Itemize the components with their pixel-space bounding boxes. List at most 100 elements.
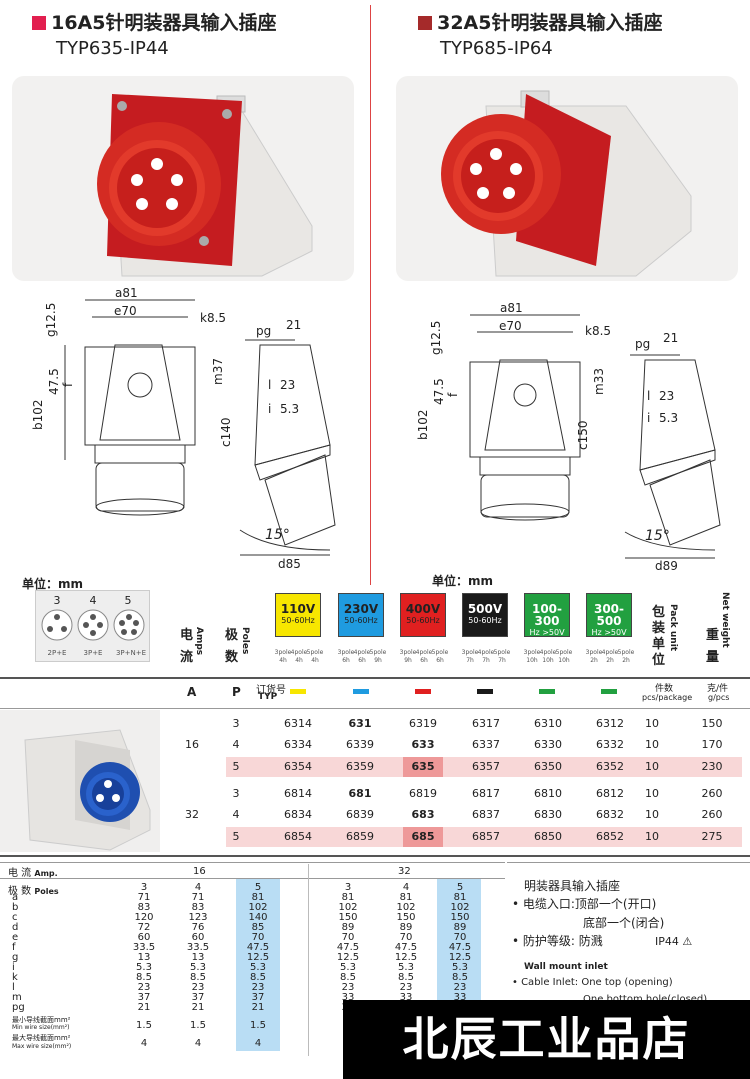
table-cell: 6350	[534, 760, 562, 773]
header-current: 电流	[180, 628, 194, 665]
dim-i23: 23	[280, 378, 295, 392]
spec-cell: 47.5	[246, 942, 270, 953]
swatch	[539, 689, 555, 694]
spec-cell: 83	[191, 902, 205, 913]
spec-cell: 81	[341, 892, 355, 903]
inlet-red-32a-image	[441, 90, 692, 277]
table-cell: 260	[701, 808, 723, 821]
dim-i53: 5.3	[659, 411, 678, 425]
dim-m: m33	[592, 368, 606, 395]
spec-cell: 5.3	[398, 962, 414, 973]
header-amps: Amps	[194, 627, 204, 656]
spec-cell: 33.5	[132, 942, 156, 953]
voltage-hz: 50-60Hz	[406, 616, 440, 625]
table-bottom-rule	[0, 855, 750, 857]
header-pack-en: Pack unit	[668, 604, 678, 652]
table-cell: 5	[232, 760, 240, 773]
note-en-top: • Cable Inlet: One top (opening)	[512, 977, 673, 988]
table-cell: 683	[411, 808, 435, 821]
table-cell: 6819	[409, 787, 437, 800]
spec-cell: 60	[191, 932, 205, 943]
dim-l: l	[647, 389, 650, 403]
spec-pole: 5	[456, 882, 464, 893]
spec-cell: 89	[341, 922, 355, 933]
table-cell: 4	[232, 738, 240, 751]
pole-hour: 5pole 9h	[369, 649, 387, 664]
drawing-16a: a81 e70 g12.5 47.5 f b102 k8.5 pg 21 m37…	[31, 286, 336, 571]
table-cell: 6839	[346, 808, 374, 821]
table-cell: 150	[701, 717, 723, 730]
dim-pg21: 21	[286, 318, 301, 332]
spec-cell: 85	[251, 922, 265, 933]
spec-cell: 12.5	[336, 952, 360, 963]
pole-label: 3P+E	[83, 649, 103, 657]
spec-amp-label: 电 流 Amp.	[8, 864, 58, 879]
spec-cell: 70	[251, 932, 265, 943]
spec-rule	[0, 862, 505, 863]
cell-highlight	[403, 757, 443, 777]
table-cell: 681	[348, 787, 372, 800]
note-cable-top: • 电缆入口:顶部一个(开口)	[512, 897, 657, 911]
table-cell: 260	[701, 787, 723, 800]
pole-hour: 5pole 7h	[493, 649, 511, 664]
table-cell: 6814	[284, 787, 312, 800]
pole-hour: 3pole 10h	[523, 649, 541, 664]
pole-layout-icon	[41, 609, 145, 641]
table-cell: 6852	[596, 830, 624, 843]
table-cell: 6810	[534, 787, 562, 800]
spec-cell: 8.5	[398, 972, 414, 983]
spec-cell: 60	[137, 932, 151, 943]
spec-cell: 76	[191, 922, 205, 933]
table-cell: 633	[411, 738, 435, 751]
table-cell: 6330	[534, 738, 562, 751]
dim-m: m37	[211, 358, 225, 385]
col-typ: TYP	[258, 692, 278, 702]
table-cell: 10	[645, 717, 659, 730]
table-cell: 10	[645, 808, 659, 821]
spec-cell: 89	[453, 922, 467, 933]
table-cell: 6830	[534, 808, 562, 821]
voltage-value: 500V	[467, 602, 503, 616]
model-1: TYP635-IP44	[56, 38, 169, 59]
voltage-hz: 50-60Hz	[281, 616, 315, 625]
spec-cell: 8.5	[452, 972, 468, 983]
spec-highlight-16	[236, 879, 280, 1051]
spec-cell: 71	[191, 892, 205, 903]
voltage-hz: 50-60Hz	[344, 616, 378, 625]
spec-cell: 70	[399, 932, 413, 943]
dim-l: l	[268, 378, 271, 392]
spec-pole: 5	[254, 882, 262, 893]
model-2: TYP685-IP64	[440, 38, 553, 59]
unit-label-right: 单位：mm	[432, 574, 494, 588]
note-ip: IP44 ⚠	[655, 935, 693, 948]
col-order: 订货号	[256, 685, 286, 696]
pole-hour: 4pole 2h	[601, 649, 619, 664]
dim-e: e70	[114, 304, 137, 318]
spec-cell: 23	[341, 982, 355, 993]
dim-i: i	[647, 411, 650, 425]
pole-label: 2P+E	[47, 649, 67, 657]
product-title-2: 32A5针明装器具输入插座	[418, 12, 662, 34]
title-marker-icon	[418, 16, 432, 30]
spec-letter: a	[12, 892, 19, 903]
spec-letter: c	[12, 912, 18, 923]
spec-cell: 83	[137, 902, 151, 913]
voltage-hz: 50-60Hz	[468, 616, 502, 625]
table-cell: 16	[185, 738, 199, 751]
max-wire-en: Max wire size(mm²)	[12, 1043, 72, 1050]
amp-cn: 电 流	[8, 868, 32, 879]
dim-c: c150	[576, 420, 590, 450]
spec-cell: 12.5	[394, 952, 418, 963]
dim-g: g12.5	[429, 321, 443, 355]
max-wire-value: 4	[254, 1038, 262, 1049]
spec-cell: 150	[396, 912, 416, 923]
table-cell: 32	[185, 808, 199, 821]
col-pole: P	[232, 685, 241, 699]
spec-cell: 81	[251, 892, 265, 903]
table-cell: 5	[232, 830, 240, 843]
table-cell: 3	[232, 717, 240, 730]
title-text: 16A5针明装器具输入插座	[51, 12, 277, 34]
dim-b: b102	[31, 399, 45, 430]
notes-rule	[507, 862, 750, 863]
